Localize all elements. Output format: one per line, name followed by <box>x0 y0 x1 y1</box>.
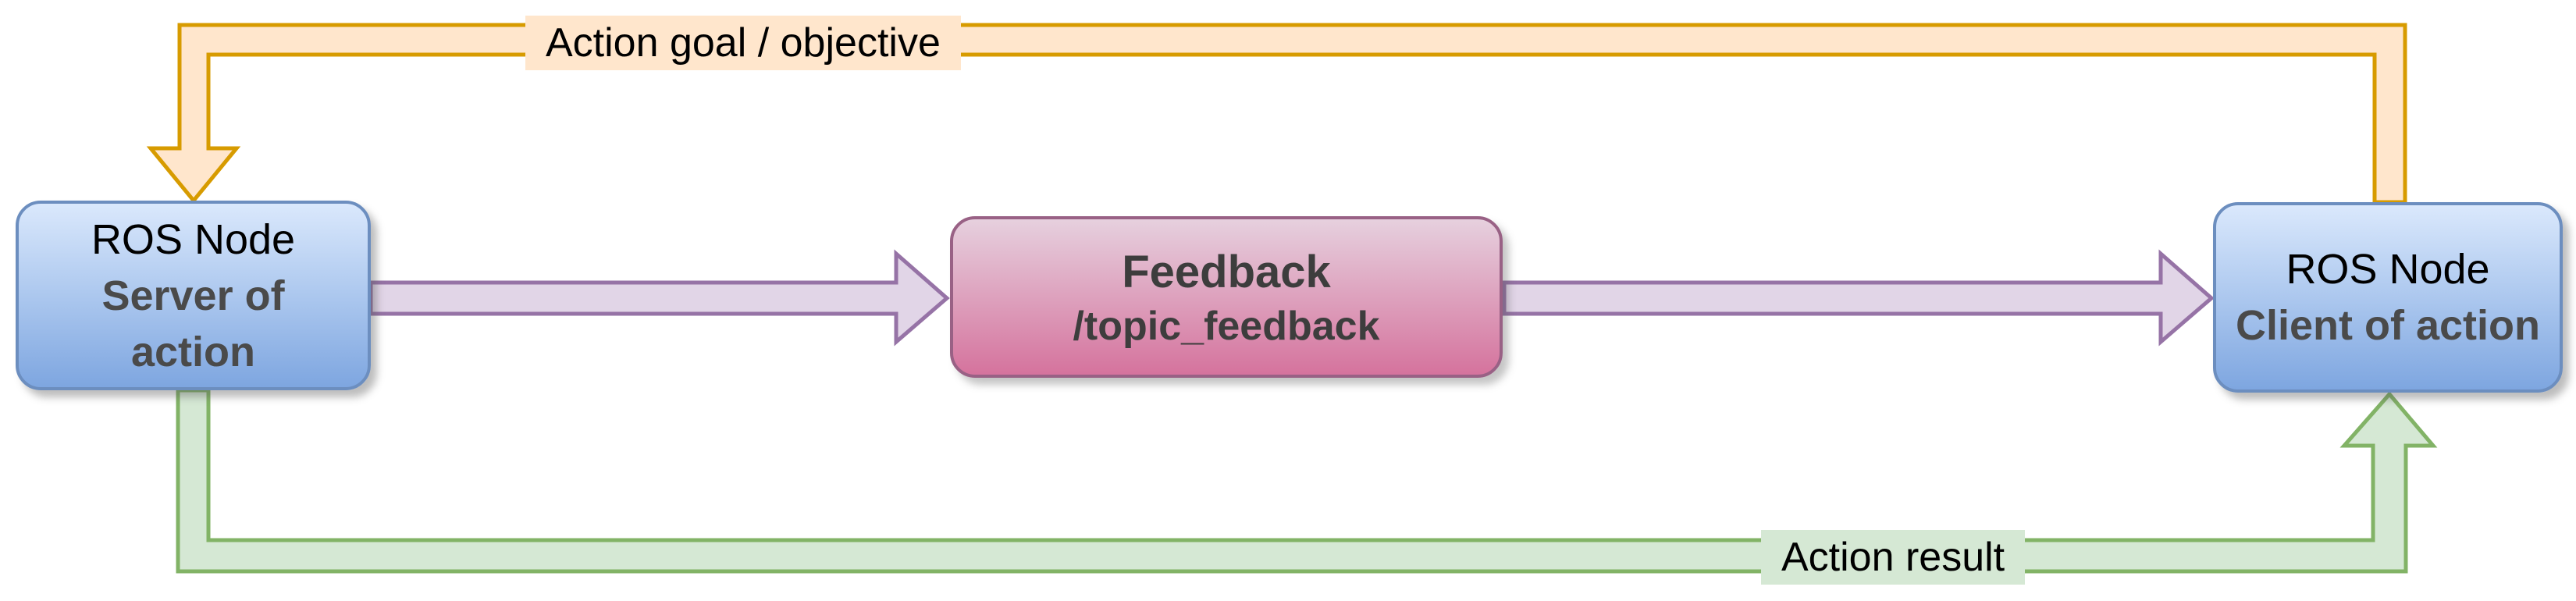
action-goal-arrow <box>146 23 2407 204</box>
server-node-title: ROS Node <box>91 215 296 263</box>
client-node-title: ROS Node <box>2286 246 2490 293</box>
feedback-node-title: Feedback <box>1122 246 1331 297</box>
client-node: ROS Node Client of action <box>2213 202 2563 393</box>
client-node-role: Client of action <box>2236 302 2540 349</box>
feedback-arrow-server-to-topic <box>368 249 950 347</box>
action-goal-label: Action goal / objective <box>525 16 961 70</box>
feedback-arrow-topic-to-client <box>1502 249 2215 347</box>
feedback-topic-node: Feedback /topic_feedback <box>950 216 1503 378</box>
server-node-role-line1: Server of <box>101 272 285 319</box>
server-node-role-line2: action <box>130 328 256 375</box>
action-result-arrow <box>176 388 2438 574</box>
feedback-node-topic: /topic_feedback <box>1073 303 1380 349</box>
server-node: ROS Node Server of action <box>16 201 371 390</box>
action-result-label: Action result <box>1761 530 2026 585</box>
